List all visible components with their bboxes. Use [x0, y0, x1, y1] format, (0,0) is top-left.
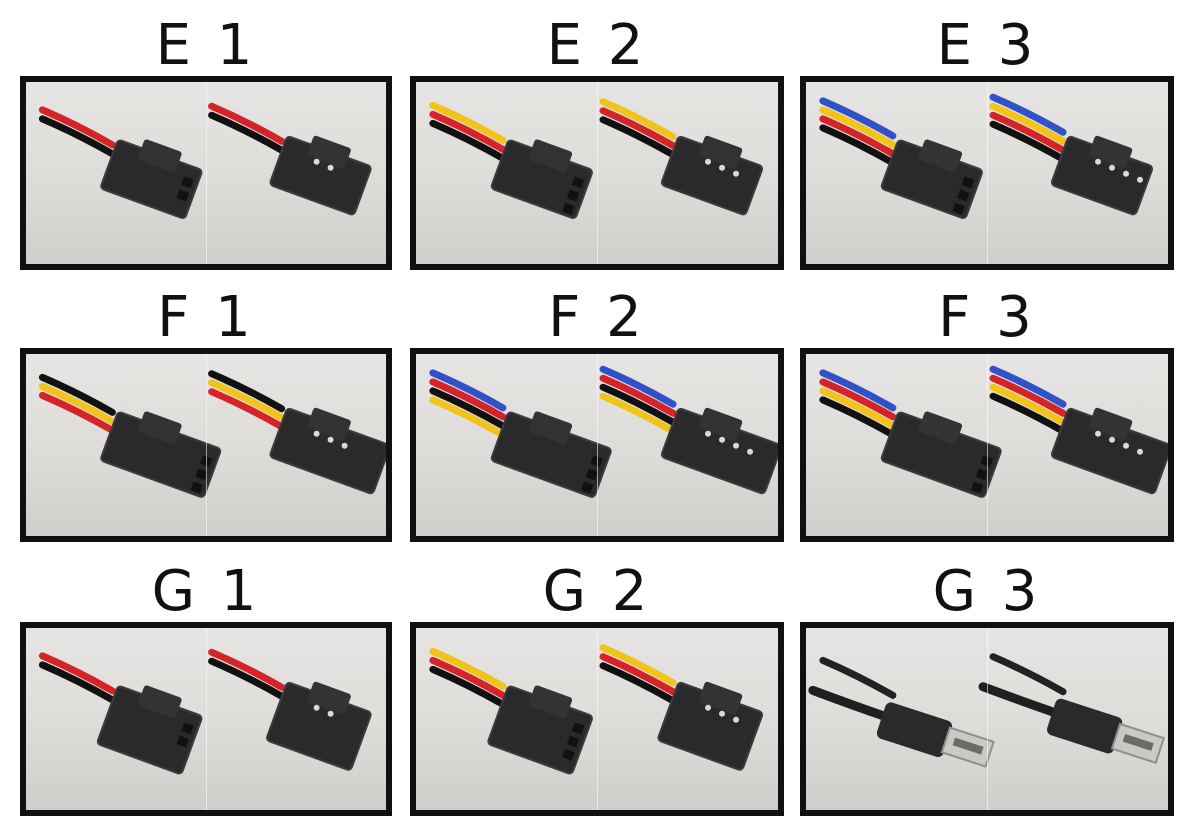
panel-label: F 2 — [548, 285, 646, 350]
connector-photo — [410, 348, 784, 542]
panel-f1: F 1 — [20, 290, 392, 542]
panel-label: E 2 — [546, 13, 648, 78]
connector-photo — [20, 622, 392, 816]
panel-g2: G 2 — [410, 564, 784, 816]
panel-f3: F 3 — [800, 290, 1174, 542]
panel-f2: F 2 — [410, 290, 784, 542]
connector-photo — [800, 76, 1174, 270]
panel-g3: G 3 — [800, 564, 1174, 816]
panel-e2: E 2 — [410, 18, 784, 270]
connector-photo — [20, 76, 392, 270]
connector-image — [38, 370, 386, 498]
panel-label: G 3 — [932, 559, 1042, 624]
panel-label: G 2 — [542, 559, 652, 624]
panel-label: F 3 — [938, 285, 1036, 350]
connector-photo — [410, 76, 784, 270]
panel-label: E 3 — [936, 13, 1038, 78]
panel-label: G 1 — [151, 559, 261, 624]
connector-image — [429, 98, 764, 219]
connector-image — [38, 102, 372, 219]
panel-e1: E 1 — [20, 18, 392, 270]
panel-e3: E 3 — [800, 18, 1174, 270]
panel-g1: G 1 — [20, 564, 392, 816]
connector-image — [819, 365, 1168, 498]
connector-photo — [410, 622, 784, 816]
connector-image — [38, 648, 372, 775]
connector-image — [429, 644, 764, 775]
connector-photo — [20, 348, 392, 542]
connector-image — [808, 653, 1166, 768]
connector-photo — [800, 348, 1174, 542]
panel-label: E 1 — [155, 13, 257, 78]
connector-image — [429, 365, 778, 498]
panel-label: F 1 — [157, 285, 255, 350]
connector-photo — [800, 622, 1174, 816]
connector-image — [819, 93, 1154, 219]
